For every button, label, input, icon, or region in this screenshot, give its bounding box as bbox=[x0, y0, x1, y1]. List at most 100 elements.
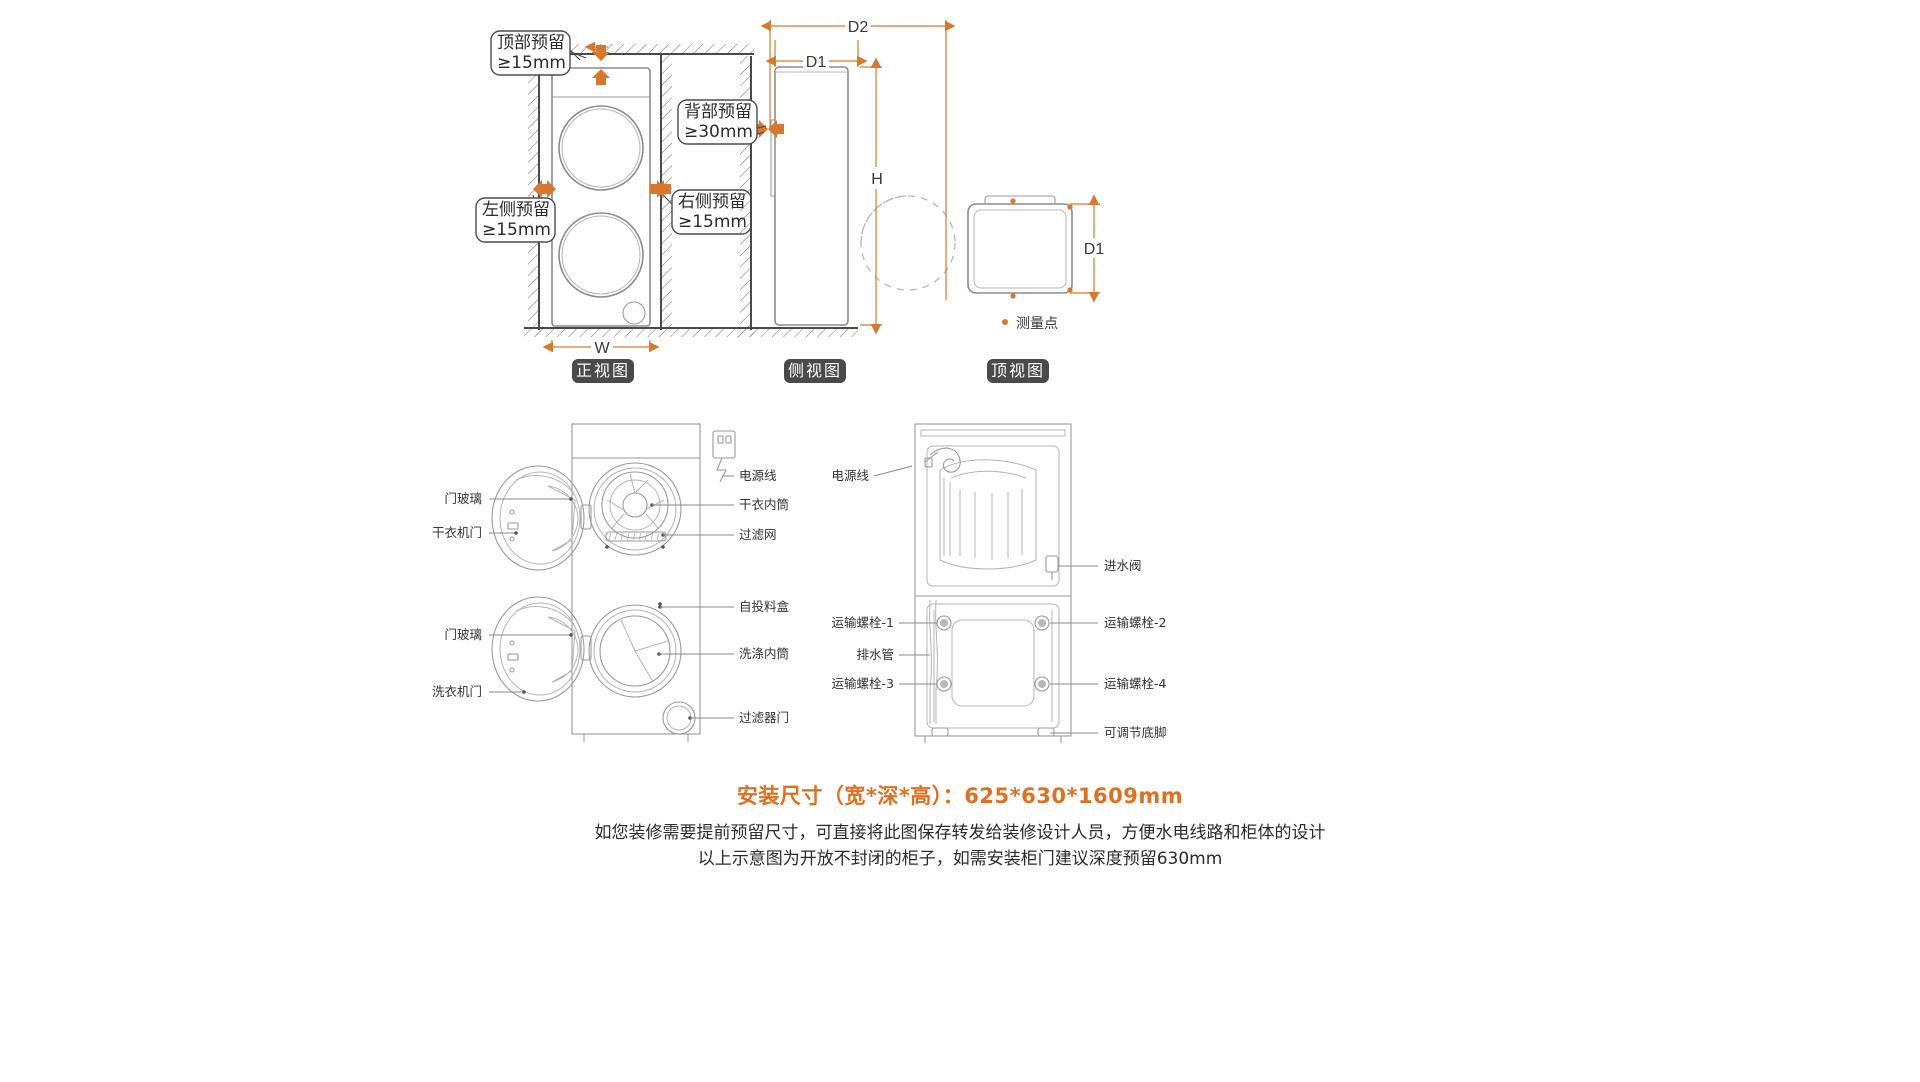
front-detail-right-labels: 电源线 干衣内筒 过滤网 自投料盒 洗涤内筒 bbox=[650, 468, 790, 725]
front-floor-hatch bbox=[524, 327, 754, 337]
dimension-label-depth-top: D1 bbox=[1084, 241, 1105, 258]
front-left-clearance-arrows bbox=[533, 180, 556, 198]
callout-top-line2: ≥15mm bbox=[497, 53, 566, 73]
side-view-title: 侧视图 bbox=[784, 359, 846, 383]
rear-detail-right-labels: 进水阀 运输螺栓-2 运输螺栓-4 可调节底脚 bbox=[1050, 558, 1167, 740]
front-detail-view-group: 门玻璃 干衣机门 门玻璃 洗衣机门 bbox=[432, 423, 790, 742]
rear-detail-body bbox=[914, 423, 1072, 743]
side-height-dimension: H bbox=[860, 57, 888, 335]
callout-right-line2: ≥15mm bbox=[678, 212, 747, 232]
front-view-title: 正视图 bbox=[572, 359, 634, 383]
svg-text:运输螺栓-3: 运输螺栓-3 bbox=[832, 676, 894, 691]
front-label-right-5: 过滤器门 bbox=[688, 710, 789, 725]
rear-detail-view-group: 电源线 运输螺栓-1 排水管 运输螺栓-3 进水阀 bbox=[831, 423, 1167, 743]
svg-text:过滤器门: 过滤器门 bbox=[739, 710, 789, 725]
front-label-right-1: 干衣内筒 bbox=[650, 497, 789, 512]
rear-label-right-0: 进水阀 bbox=[1058, 558, 1142, 573]
side-machine-body bbox=[770, 66, 849, 326]
front-label-right-3: 自投料盒 bbox=[658, 599, 790, 614]
footer-block: 安装尺寸（宽*深*高）：625*630*1609mm 如您装修需要提前预留尺寸，… bbox=[0, 780, 1920, 873]
callout-left-line1: 左侧预留 bbox=[482, 200, 550, 220]
svg-text:洗涤内筒: 洗涤内筒 bbox=[739, 646, 789, 661]
front-view-group: W 顶部预留 ≥15mm 左侧预留 ≥15mm 右侧预留 ≥15mm 正视图 bbox=[475, 30, 754, 383]
rear-label-left-3: 运输螺栓-3 bbox=[832, 676, 937, 691]
measure-point-marker-icon bbox=[1002, 319, 1008, 325]
front-detail-washer-drum bbox=[588, 602, 682, 698]
svg-text:运输螺栓-2: 运输螺栓-2 bbox=[1104, 615, 1166, 630]
svg-text:门玻璃: 门玻璃 bbox=[444, 491, 482, 506]
callout-back-line2: ≥30mm bbox=[684, 122, 753, 142]
svg-text:门玻璃: 门玻璃 bbox=[444, 627, 482, 642]
dimension-label-depth-total: D2 bbox=[848, 19, 869, 36]
front-width-dimension: W bbox=[542, 338, 660, 357]
svg-text:电源线: 电源线 bbox=[831, 468, 869, 483]
callout-left-clearance: 左侧预留 ≥15mm bbox=[475, 194, 556, 243]
front-machine-body bbox=[551, 67, 651, 327]
side-depth-total-dimension: D2 bbox=[760, 16, 956, 300]
callout-right-clearance: 右侧预留 ≥15mm bbox=[663, 189, 752, 235]
top-depth-dimension: D1 bbox=[1070, 194, 1108, 303]
side-view-group: D2 D1 H 背部预留 ≥30mm 侧视图 bbox=[677, 16, 956, 383]
front-view-title-text: 正视图 bbox=[576, 361, 630, 380]
callout-top-line1: 顶部预留 bbox=[497, 33, 565, 53]
footer-headline: 安装尺寸（宽*深*高）：625*630*1609mm bbox=[736, 784, 1184, 808]
top-view-title: 顶视图 bbox=[987, 359, 1049, 383]
svg-text:进水阀: 进水阀 bbox=[1104, 558, 1142, 573]
svg-text:运输螺栓-1: 运输螺栓-1 bbox=[832, 615, 894, 630]
front-detail-washer-door bbox=[491, 596, 592, 702]
rear-detail-dryer-panel bbox=[924, 445, 1060, 587]
front-ceiling-hatch bbox=[546, 44, 754, 55]
dimension-label-depth-body: D1 bbox=[806, 54, 827, 71]
rear-label-right-1: 运输螺栓-2 bbox=[1050, 615, 1166, 630]
top-measure-points bbox=[1010, 198, 1073, 299]
callout-back-clearance: 背部预留 ≥30mm bbox=[677, 99, 767, 145]
rear-detail-drain-hose bbox=[929, 599, 938, 724]
rear-detail-inlet-valve bbox=[1045, 555, 1059, 580]
front-label-right-2: 过滤网 bbox=[661, 527, 777, 542]
front-detail-power-socket bbox=[712, 430, 736, 483]
front-label-right-4: 洗涤内筒 bbox=[657, 646, 789, 661]
callout-left-line2: ≥15mm bbox=[482, 220, 551, 240]
svg-text:干衣内筒: 干衣内筒 bbox=[739, 497, 789, 512]
rear-detail-washer-panel bbox=[926, 603, 1060, 737]
rear-detail-left-labels: 电源线 运输螺栓-1 排水管 运输螺栓-3 bbox=[831, 465, 937, 691]
side-depth-body-dimension: D1 bbox=[765, 40, 868, 71]
side-view-title-text: 侧视图 bbox=[788, 361, 842, 380]
front-detail-dryer-door bbox=[491, 465, 592, 571]
measure-point-legend: 测量点 bbox=[1002, 316, 1058, 332]
top-view-title-text: 顶视图 bbox=[991, 361, 1045, 380]
front-label-left-0: 门玻璃 bbox=[444, 491, 573, 506]
svg-text:自投料盒: 自投料盒 bbox=[739, 599, 790, 614]
front-detail-cabinet bbox=[571, 423, 701, 742]
rear-label-right-2: 运输螺栓-4 bbox=[1050, 676, 1167, 691]
svg-text:运输螺栓-4: 运输螺栓-4 bbox=[1104, 676, 1167, 691]
rear-label-right-3: 可调节底脚 bbox=[1050, 725, 1167, 740]
svg-text:可调节底脚: 可调节底脚 bbox=[1104, 725, 1167, 740]
front-detail-left-labels: 门玻璃 干衣机门 门玻璃 洗衣机门 bbox=[432, 491, 573, 699]
side-door-swing-dashed bbox=[860, 195, 956, 291]
rear-label-left-2: 排水管 bbox=[856, 647, 930, 662]
top-view-group: D1 测量点 顶视图 bbox=[967, 194, 1108, 383]
side-back-wall bbox=[740, 56, 752, 330]
svg-text:排水管: 排水管 bbox=[856, 647, 894, 662]
side-floor-hatch bbox=[738, 327, 858, 337]
callout-right-line1: 右侧预留 bbox=[678, 192, 746, 212]
top-machine-body bbox=[967, 195, 1073, 294]
measure-point-label: 测量点 bbox=[1016, 316, 1058, 332]
callout-top-clearance: 顶部预留 ≥15mm bbox=[490, 30, 587, 76]
front-detail-dryer-drum bbox=[588, 462, 682, 556]
dimension-label-width: W bbox=[594, 340, 610, 357]
rear-label-left-0: 电源线 bbox=[831, 465, 913, 483]
callout-back-line1: 背部预留 bbox=[684, 102, 752, 122]
front-top-clearance-arrows bbox=[584, 41, 610, 85]
svg-text:干衣机门: 干衣机门 bbox=[432, 525, 482, 540]
front-label-left-3: 洗衣机门 bbox=[432, 684, 526, 699]
footer-line-2: 以上示意图为开放不封闭的柜子，如需安装柜门建议深度预留630mm bbox=[697, 849, 1223, 870]
front-label-right-0: 电源线 bbox=[722, 468, 777, 483]
front-label-left-1: 干衣机门 bbox=[432, 525, 518, 540]
front-right-clearance-arrows bbox=[650, 180, 671, 198]
footer-line-1: 如您装修需要提前预留尺寸，可直接将此图保存转发给装修设计人员，方便水电线路和柜体… bbox=[594, 823, 1326, 843]
dimension-label-height: H bbox=[871, 171, 883, 188]
